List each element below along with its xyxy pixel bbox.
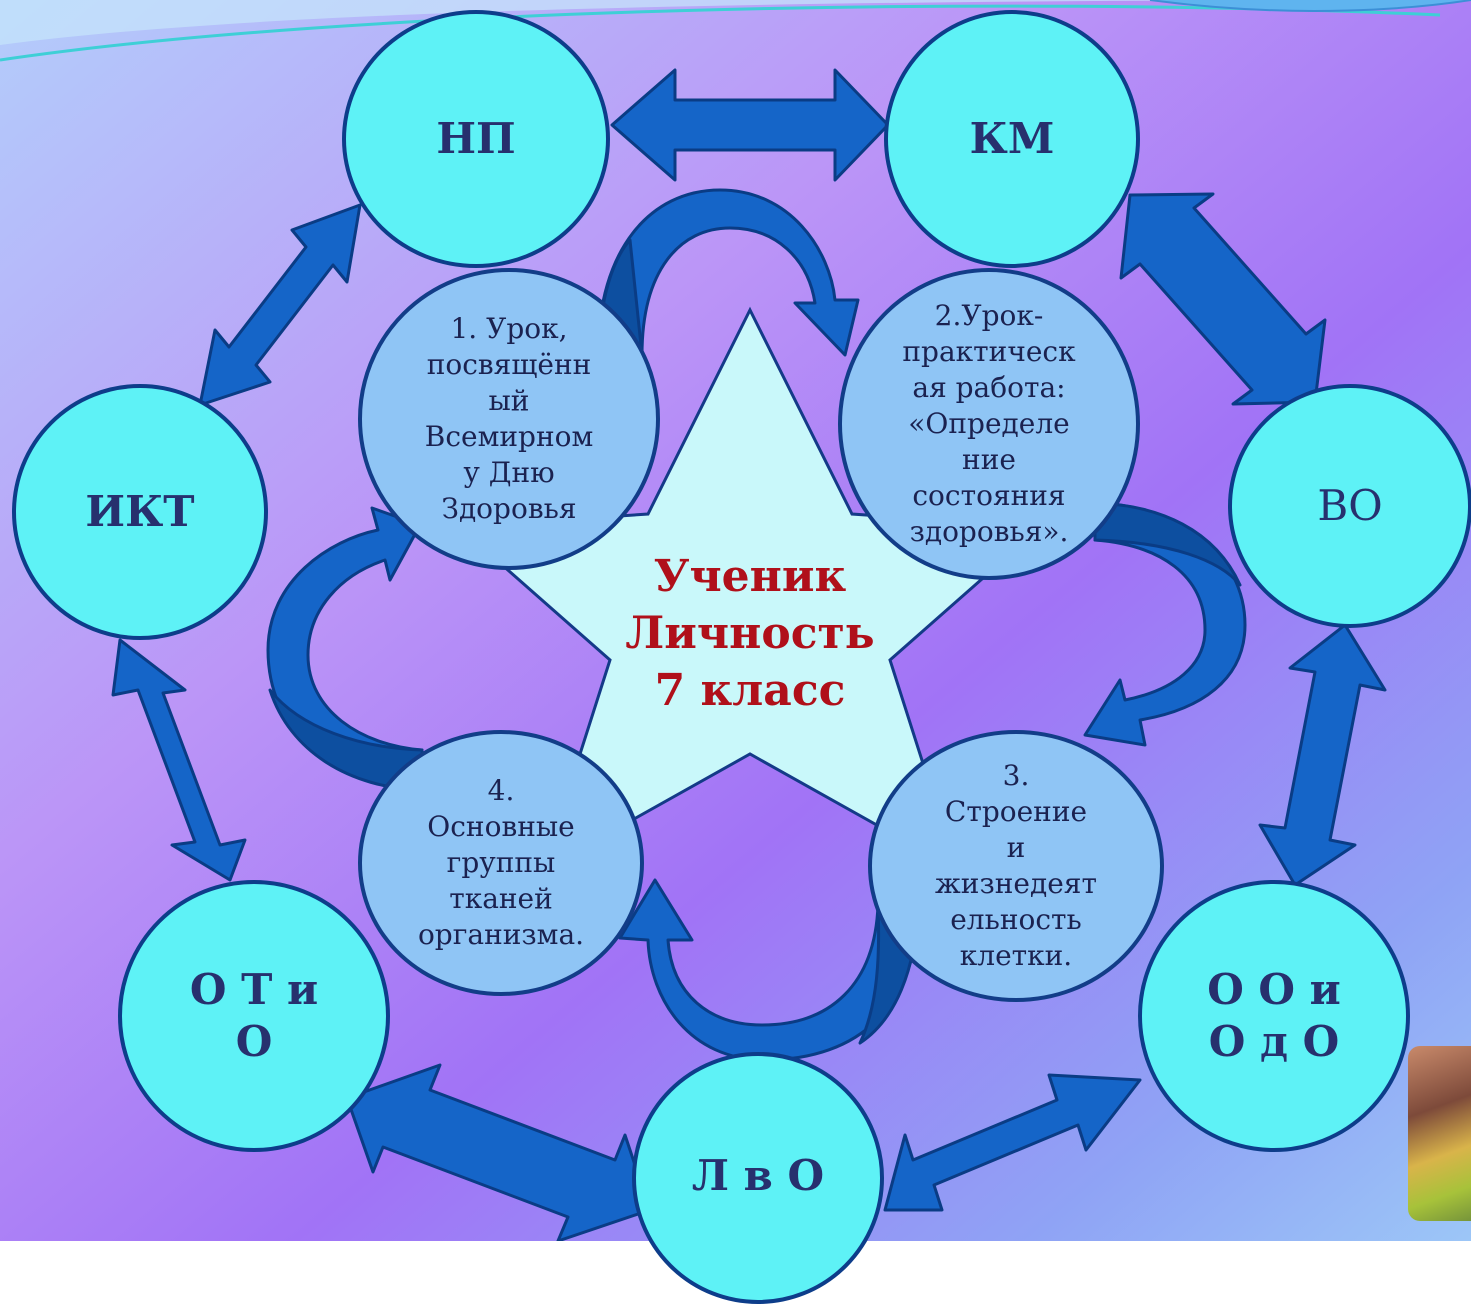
- lesson-2-text: 2.Урок- практическ ая работа: «Определе …: [902, 299, 1076, 548]
- node-vo-label: ВО: [1317, 481, 1383, 530]
- node-lvo: Л в О: [632, 1052, 884, 1304]
- node-ikt-label: ИКТ: [85, 487, 195, 536]
- node-km: КМ: [884, 10, 1140, 268]
- arrow-oodo-lvo: [883, 1073, 1142, 1212]
- node-ikt: ИКТ: [12, 384, 268, 640]
- curved-arrow-3-4: [618, 878, 920, 1062]
- node-otio: О Т и О: [118, 880, 390, 1152]
- center-line-2: Личность: [625, 608, 875, 659]
- node-otio-label: О Т и О: [189, 965, 319, 1066]
- node-vo: ВО: [1228, 384, 1471, 628]
- center-line-1: Ученик: [653, 551, 847, 602]
- lesson-2: 2.Урок- практическ ая работа: «Определе …: [838, 268, 1140, 580]
- node-np-label: НП: [436, 114, 516, 163]
- node-oodo-label: О О и О д О: [1207, 965, 1341, 1066]
- lesson-3: 3. Строение и жизнедеят ельность клетки.: [868, 730, 1164, 1002]
- arrow-ikt-otio: [111, 638, 247, 882]
- lesson-1-text: 1. Урок, посвящённ ый Всемирном у Дню Зд…: [424, 312, 594, 525]
- node-oodo: О О и О д О: [1138, 880, 1410, 1152]
- top-swoosh: [0, 0, 1471, 45]
- node-km-label: КМ: [969, 114, 1055, 163]
- node-lvo-label: Л в О: [691, 1151, 825, 1200]
- photo-thumbnail-icon: [1408, 1046, 1471, 1221]
- center-label: Ученик Личность 7 класс: [560, 548, 940, 719]
- curved-arrow-1-2: [596, 188, 860, 357]
- node-np: НП: [342, 10, 610, 268]
- center-line-3: 7 класс: [654, 665, 846, 716]
- lesson-1: 1. Урок, посвящённ ый Всемирном у Дню Зд…: [358, 268, 660, 570]
- lesson-3-text: 3. Строение и жизнедеят ельность клетки.: [935, 759, 1097, 972]
- lesson-4-text: 4. Основные группы тканей организма.: [417, 774, 585, 951]
- lesson-4: 4. Основные группы тканей организма.: [358, 730, 644, 996]
